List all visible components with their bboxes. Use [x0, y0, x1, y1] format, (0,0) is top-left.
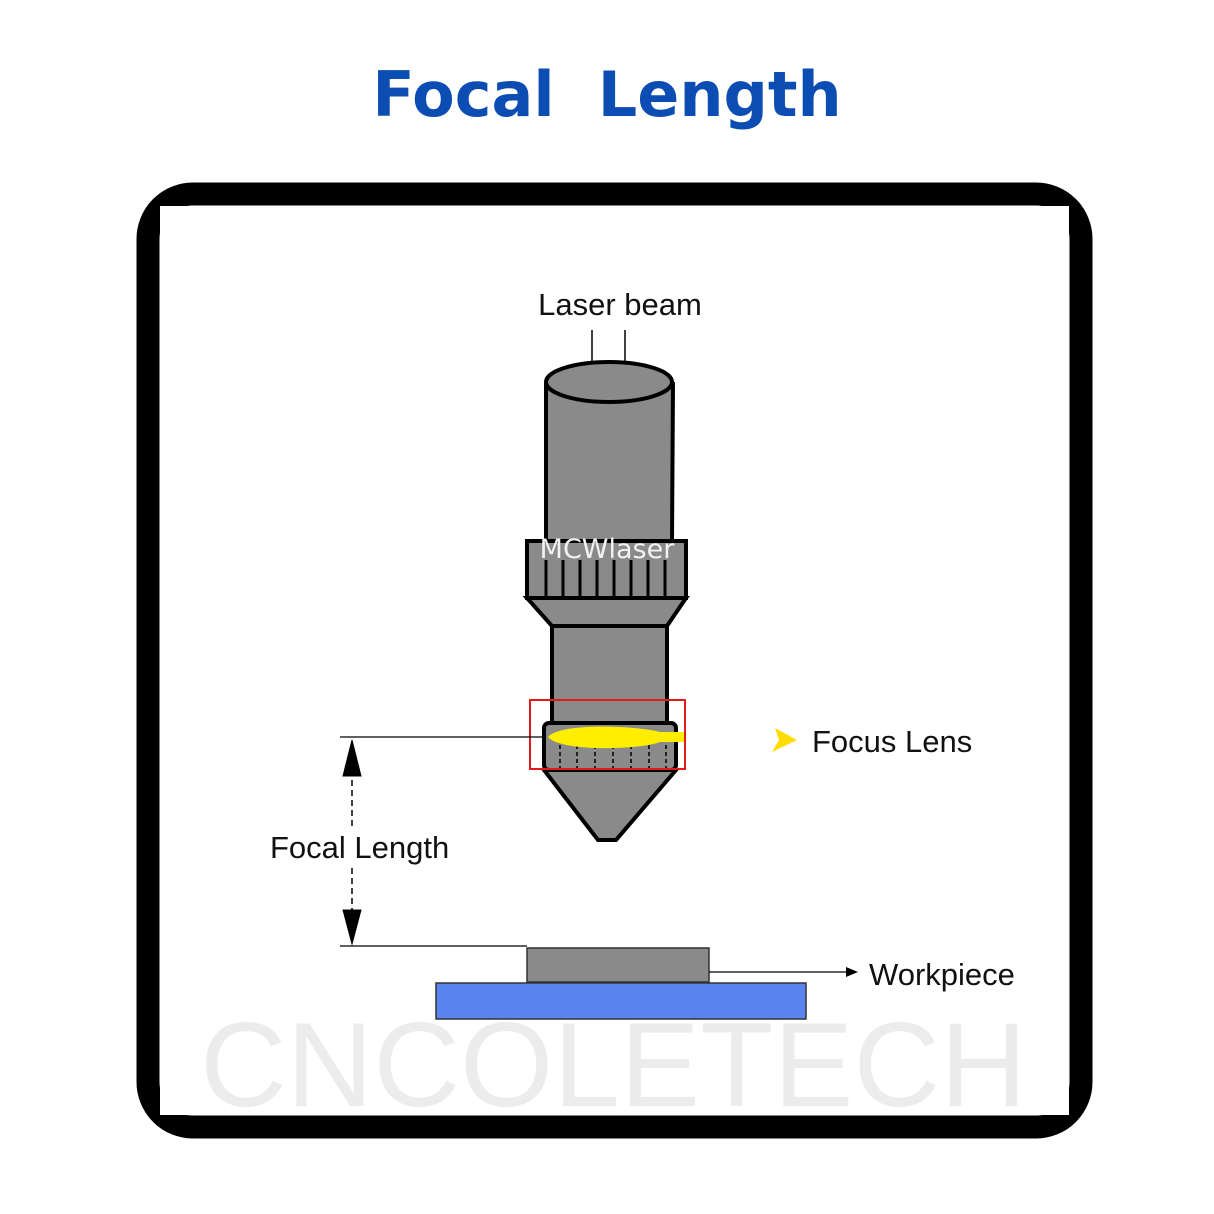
focal-length-dimension [340, 736, 546, 947]
pointer-triangle-icon [772, 728, 797, 752]
workpiece [526, 947, 710, 983]
workpiece-label: Workpiece [869, 957, 1015, 992]
head-cylinder-top [544, 360, 674, 404]
focus-lens-highlight-box [529, 699, 686, 770]
work-bed [435, 982, 807, 1020]
watermark-diagonal: CNCOLETECH [200, 998, 1027, 1132]
focal-length-label: Focal Length [270, 830, 449, 865]
focus-lens-label: Focus Lens [812, 724, 972, 759]
knurled-ring [525, 539, 688, 600]
laser-head [522, 360, 690, 842]
head-neck [550, 624, 669, 728]
head-cylinder [544, 381, 675, 544]
arrow-up-icon [342, 739, 362, 777]
arrow-down-icon [342, 909, 362, 946]
arrow-right-icon [846, 967, 858, 977]
head-taper [522, 596, 690, 628]
watermark-head: MCWlaser [540, 534, 676, 565]
laser-beam-label: Laser beam [538, 287, 702, 322]
focus-lens-shape [548, 726, 686, 749]
laser-beam-lines [591, 330, 626, 362]
page-title: Focal Length [372, 58, 842, 131]
